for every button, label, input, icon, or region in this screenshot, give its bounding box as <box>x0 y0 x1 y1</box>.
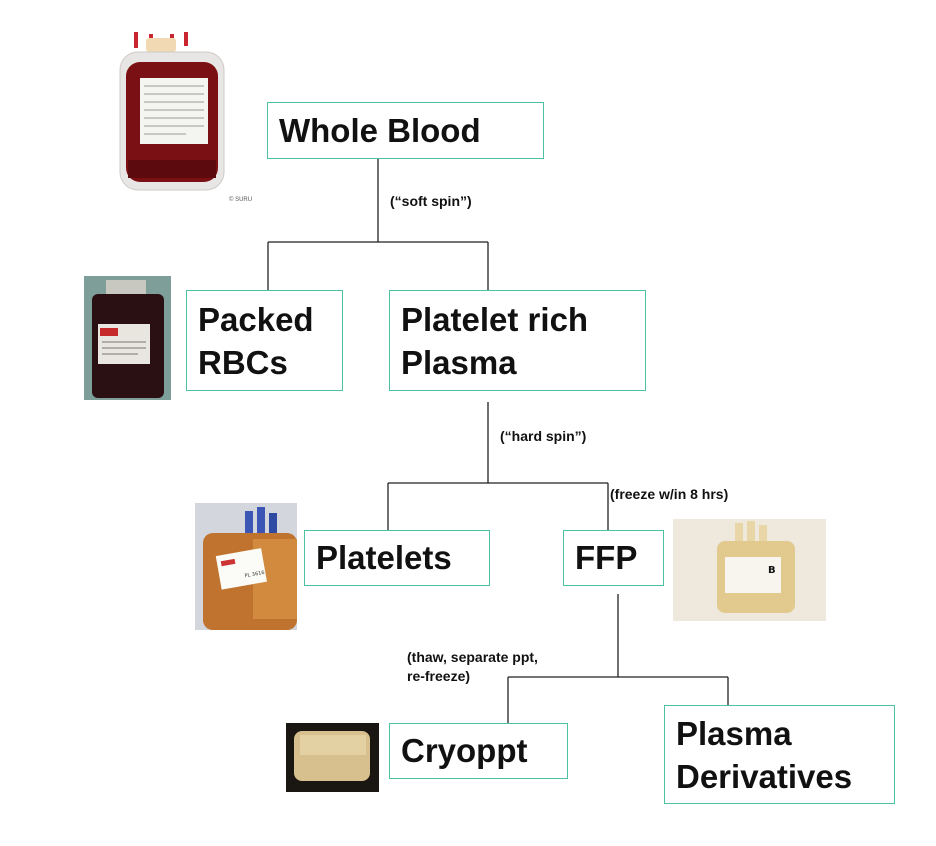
node-platelets: Platelets <box>304 530 490 586</box>
node-plasma-derivatives-line-1: Plasma <box>676 715 792 752</box>
whole-blood-bag-photo <box>106 30 234 196</box>
note-thaw: (thaw, separate ppt, re-freeze) <box>407 648 538 686</box>
node-packed-rbcs: Packed RBCs <box>186 290 343 391</box>
note-thaw-line-1: (thaw, separate ppt, <box>407 649 538 665</box>
svg-text:B: B <box>768 565 776 576</box>
node-platelets-label: Platelets <box>316 539 452 576</box>
node-whole-blood: Whole Blood <box>267 102 544 159</box>
note-soft-spin: (“soft spin”) <box>390 193 472 209</box>
ffp-bag-photo: B <box>673 519 826 621</box>
node-packed-rbcs-line-1: Packed <box>198 301 314 338</box>
note-thaw-line-2: re-freeze) <box>407 668 471 684</box>
node-prp-line-2: Plasma <box>401 344 517 381</box>
photo-credit: © SURU <box>229 197 253 203</box>
node-cryoppt-label: Cryoppt <box>401 732 528 769</box>
note-hard-spin: (“hard spin”) <box>500 428 587 444</box>
node-cryoppt: Cryoppt <box>389 723 568 779</box>
node-ffp: FFP <box>563 530 664 586</box>
platelet-bag-tag: PL 3616 <box>244 570 265 579</box>
node-ffp-label: FFP <box>575 539 638 576</box>
node-platelet-rich-plasma: Platelet rich Plasma <box>389 290 646 391</box>
note-freeze: (freeze w/in 8 hrs) <box>610 486 729 502</box>
packed-rbc-bag-photo <box>84 276 171 400</box>
node-packed-rbcs-line-2: RBCs <box>198 344 288 381</box>
cryoppt-bag-photo <box>286 723 379 792</box>
node-whole-blood-label: Whole Blood <box>279 112 481 149</box>
platelet-bags-photo: PL 3616 <box>195 503 297 630</box>
node-plasma-derivatives: Plasma Derivatives <box>664 705 895 804</box>
node-prp-line-1: Platelet rich <box>401 301 589 338</box>
node-plasma-derivatives-line-2: Derivatives <box>676 758 853 795</box>
